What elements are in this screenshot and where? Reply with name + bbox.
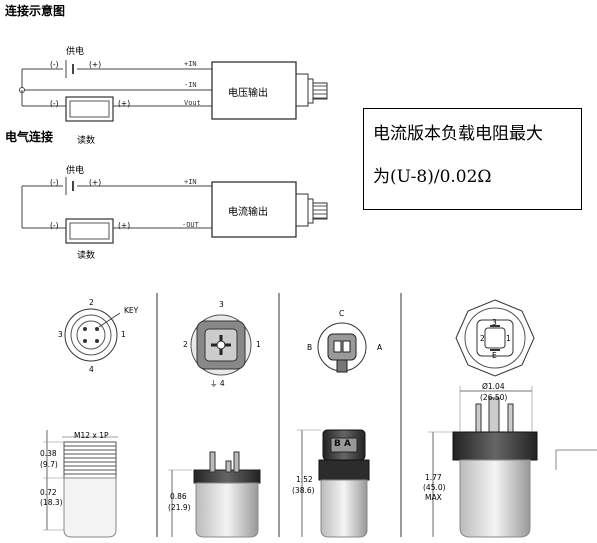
m12-thread-label: M12 x 1P [74, 431, 109, 440]
meter-minus-voltage: (-) [50, 99, 59, 108]
m12-dim1-mm: (9.7) [40, 460, 58, 469]
supply-minus-current: (-) [50, 178, 59, 187]
terminal-out-current: -OUT [182, 221, 199, 229]
m12-pin-1: 1 [121, 330, 126, 339]
section-label-electrical: 电气连接 [5, 130, 54, 144]
mini-din-pin-e: E [492, 351, 497, 360]
voltage-circuit [19, 60, 328, 122]
mini-din-height-mm: (45.0) [423, 483, 446, 492]
mini-din-width-in: Ø1.04 [482, 382, 505, 391]
supply-plus-voltage: (+) [89, 60, 102, 69]
load-resistance-note: 电流版本负载电阻最大 为(U-8)/0.02Ω [363, 108, 582, 210]
m12-key-label: KEY [124, 306, 139, 315]
packard-body-label: B A [334, 439, 351, 449]
packard-pin-c: C [339, 309, 345, 318]
mini-din-width-mm: (26.50) [480, 393, 508, 402]
din-dim-in: 0.86 [170, 492, 187, 501]
m12-pin-4: 4 [89, 365, 94, 374]
note-line-1: 电流版本负载电阻最大 [373, 124, 543, 144]
terminal-out-voltage: Vout [184, 99, 201, 107]
m12-pin-3: 3 [58, 330, 63, 339]
din-ground-label: ⏚ 4 [210, 379, 225, 388]
supply-label-voltage: 供电 [66, 47, 85, 57]
m12-dim2-mm: (18.3) [40, 498, 63, 507]
mini-din-height-note: MAX [425, 493, 442, 502]
din-pin-2: 2 [183, 340, 188, 349]
terminal-minus-in-voltage: -IN [184, 81, 197, 89]
packard-dim-in: 1.52 [296, 475, 313, 484]
m12-connector-side [43, 430, 118, 538]
mini-din-pin-3: 3 [492, 318, 497, 327]
meter-minus-current: (-) [50, 221, 59, 230]
din-connector-side [168, 451, 261, 538]
meter-plus-current: (+) [118, 221, 131, 230]
din-connector-face [190, 314, 252, 376]
meter-label-voltage: 读数 [77, 136, 96, 146]
terminal-plus-in-voltage: +IN [184, 60, 197, 68]
supply-label-current: 供电 [66, 166, 85, 176]
din-pin-3: 3 [219, 300, 224, 309]
m12-connector-face [64, 308, 121, 362]
packard-pin-b: B [307, 343, 313, 352]
current-circuit [21, 177, 328, 244]
packard-dim-mm: (38.6) [292, 486, 315, 495]
terminal-plus-in-current: +IN [184, 178, 197, 186]
mini-din-connector-side [428, 386, 538, 538]
m12-pin-2: 2 [89, 298, 94, 307]
supply-plus-current: (+) [89, 178, 102, 187]
meter-label-current: 读数 [77, 251, 96, 261]
packard-connector-side [297, 429, 370, 538]
packard-connector-face [317, 322, 367, 373]
m12-dim1-in: 0.38 [40, 449, 57, 458]
packard-pin-a: A [377, 343, 383, 352]
supply-minus-voltage: (-) [50, 60, 59, 69]
mini-din-pin-1: 1 [506, 334, 511, 343]
din-dim-mm: (21.9) [168, 503, 191, 512]
din-pin-1: 1 [256, 340, 261, 349]
note-line-2: 为(U-8)/0.02Ω [373, 167, 492, 187]
module-label-voltage: 电压输出 [228, 88, 268, 99]
mini-din-connector-face [455, 299, 535, 377]
meter-plus-voltage: (+) [118, 99, 131, 108]
module-label-current: 电流输出 [228, 207, 268, 218]
mini-din-height-in: 1.77 [425, 473, 442, 482]
page-title: 连接示意图 [5, 4, 66, 18]
mini-din-pin-2: 2 [480, 334, 485, 343]
m12-dim2-in: 0.72 [40, 488, 57, 497]
